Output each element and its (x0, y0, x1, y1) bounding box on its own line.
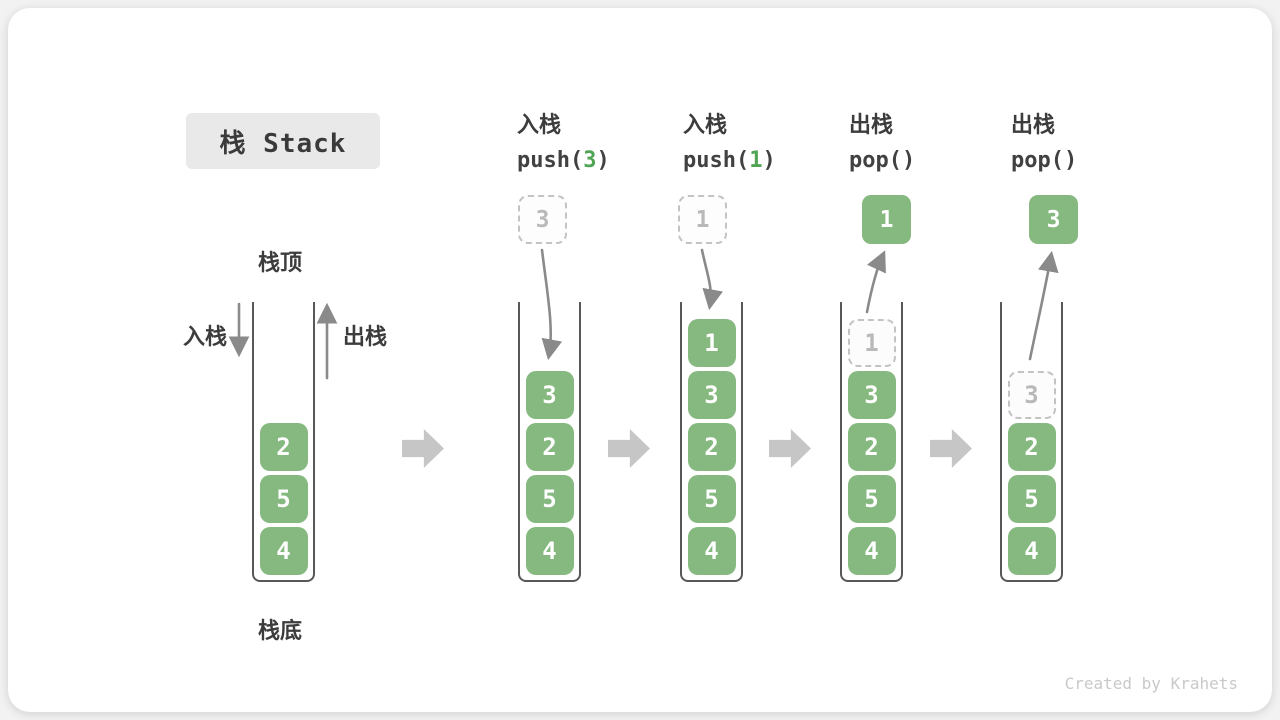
step-label: 入栈 (683, 112, 728, 137)
stack-item-removed: 3 (1007, 371, 1056, 419)
stack-item: 4 (259, 527, 308, 575)
flow-arrow-icon (608, 429, 650, 468)
push-1-curve-arrow-icon (700, 248, 723, 311)
floating-value-box: 3 (518, 195, 567, 244)
diagram-title: 栈 Stack (186, 113, 380, 169)
push-direction-label: 入栈 (183, 324, 228, 349)
step-header-push-1: 入栈 push(1) (683, 107, 776, 173)
step-label: 出栈 (849, 112, 894, 137)
flow-arrow-icon (930, 429, 972, 468)
stack-item: 5 (687, 475, 736, 523)
stack-item: 5 (847, 475, 896, 523)
watermark: Created by Krahets (1064, 674, 1238, 693)
step-operation: pop() (849, 148, 916, 173)
stack-item: 5 (259, 475, 308, 523)
step-header-pop-1: 出栈 pop() (849, 107, 915, 173)
floating-value-box: 3 (1029, 195, 1078, 244)
pop-direction-label: 出栈 (343, 324, 388, 349)
step-label: 入栈 (517, 112, 562, 137)
floating-value-box: 1 (862, 195, 911, 244)
floating-value-box: 1 (678, 195, 727, 244)
stack-item: 2 (687, 423, 736, 471)
operation-argument: 3 (583, 148, 597, 173)
stack-item: 4 (525, 527, 574, 575)
step-operation: pop() (1011, 148, 1078, 173)
flow-arrow-icon (402, 429, 444, 468)
stack-item: 3 (847, 371, 896, 419)
stack-item: 2 (847, 423, 896, 471)
step-operation: push(1) (683, 148, 776, 173)
stack-item: 1 (687, 319, 736, 367)
stack-item: 3 (525, 371, 574, 419)
step-header-push-3: 入栈 push(3) (517, 107, 610, 173)
stack-item: 2 (1007, 423, 1056, 471)
stack-item: 4 (687, 527, 736, 575)
stack-bottom-label: 栈底 (258, 618, 303, 643)
flow-arrow-icon (769, 429, 811, 468)
stack-item: 5 (525, 475, 574, 523)
stack-item: 2 (525, 423, 574, 471)
stack-item-removed: 1 (847, 319, 896, 367)
operation-argument: 1 (749, 148, 763, 173)
stack-item: 2 (259, 423, 308, 471)
step-label: 出栈 (1011, 112, 1056, 137)
stack-item: 4 (847, 527, 896, 575)
step-operation: push(3) (517, 148, 610, 173)
stack-item: 5 (1007, 475, 1056, 523)
stack-item: 3 (687, 371, 736, 419)
step-header-pop-3: 出栈 pop() (1011, 107, 1077, 173)
stack-top-label: 栈顶 (258, 250, 303, 275)
stack-item: 4 (1007, 527, 1056, 575)
